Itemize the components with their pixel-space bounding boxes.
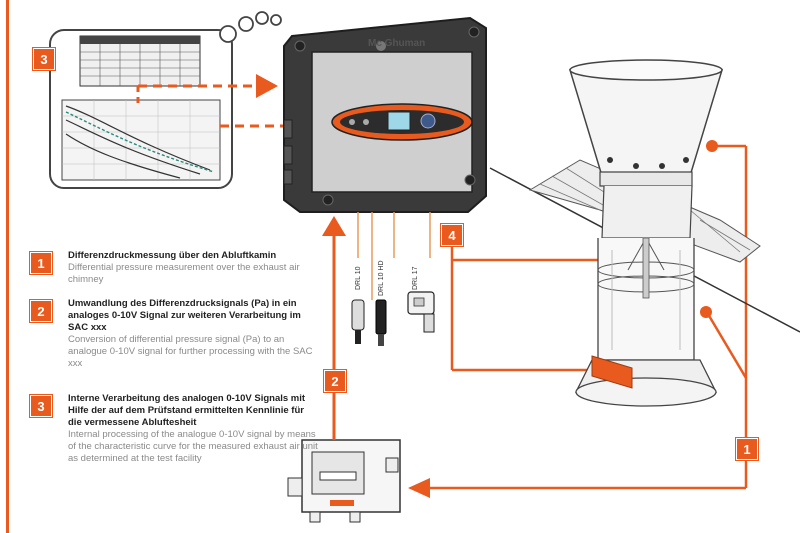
exhaust-chimney [568,59,724,407]
legend-title-2: Umwandlung des Differenzdrucksignals (Pa… [68,298,301,333]
left-border-stripe [6,0,9,533]
sensor-drl-17 [407,291,435,333]
sensor-label-drl-17: DRL 17 [412,266,419,290]
sensor-drl-10-hd [375,299,387,346]
badge-3-screen: 3 [33,48,55,70]
legend-text-3: Interne Verarbeitung des analogen 0-10V … [68,393,318,465]
controller-brand-label: Mc Ghuman [368,38,426,49]
legend-badge-3: 3 [30,395,52,417]
sensor-label-drl-10: DRL 10 [355,266,362,290]
sensor-drl-10 [351,299,365,344]
badge-1-chimney-link: 1 [736,438,758,460]
controller-display-panel [331,103,473,141]
data-table-thumbnail [79,35,201,87]
sensor-label-drl-10-hd: DRL 10 HD [378,260,385,296]
legend-title-3: Interne Verarbeitung des analogen 0-10V … [68,393,306,428]
converter-box [287,439,401,523]
legend-text-2: Umwandlung des Differenzdrucksignals (Pa… [68,298,318,370]
legend-subtitle-1: Differential pressure measurement over t… [68,262,300,285]
badge-2-converter-link: 2 [324,370,346,392]
badge-4-sensor-link: 4 [441,224,463,246]
legend-title-1: Differenzdruckmessung über den Abluftkam… [68,250,277,261]
legend-subtitle-2: Conversion of differential pressure sign… [68,334,313,369]
legend-text-1: Differenzdruckmessung über den Abluftkam… [68,250,318,286]
bubble-to-controller-arrows [136,74,288,128]
characteristic-curve-thumbnail [61,99,221,181]
legend-badge-2: 2 [30,300,52,322]
legend-badge-1: 1 [30,252,52,274]
legend-subtitle-3: Internal processing of the analogue 0-10… [68,429,318,464]
sensor-cables [357,212,431,300]
chimney-to-converter-line [408,140,748,498]
converter-to-controller-arrow [322,216,346,440]
